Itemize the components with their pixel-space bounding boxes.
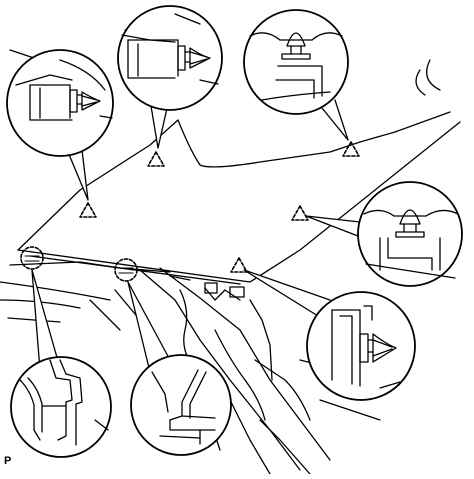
triangle-marker-3 [342,141,360,157]
leader-lines [31,99,361,373]
callout-claw-clip-4 [357,181,463,287]
circle-marker-2 [114,258,138,282]
figure-corner-label: P [4,455,12,467]
panel-lower-edge [17,121,461,283]
panel-outline [17,111,451,251]
console-outline [139,269,301,471]
triangle-marker-2 [147,151,165,167]
triangle-marker-5 [230,257,248,273]
circle-markers [20,246,138,282]
triangle-marker-4 [291,205,309,221]
callout-claw-clip-1 [6,49,114,157]
triangle-marker-1 [79,202,97,218]
callout-claw-clip-3 [243,9,349,115]
callout-hook-clip-2 [130,354,232,456]
circle-marker-1 [20,246,44,270]
callout-hook-clip-1 [10,356,112,458]
callout-claw-clip-2 [117,5,223,111]
callout-claw-clip-5 [306,291,416,401]
triangle-markers [79,141,360,273]
